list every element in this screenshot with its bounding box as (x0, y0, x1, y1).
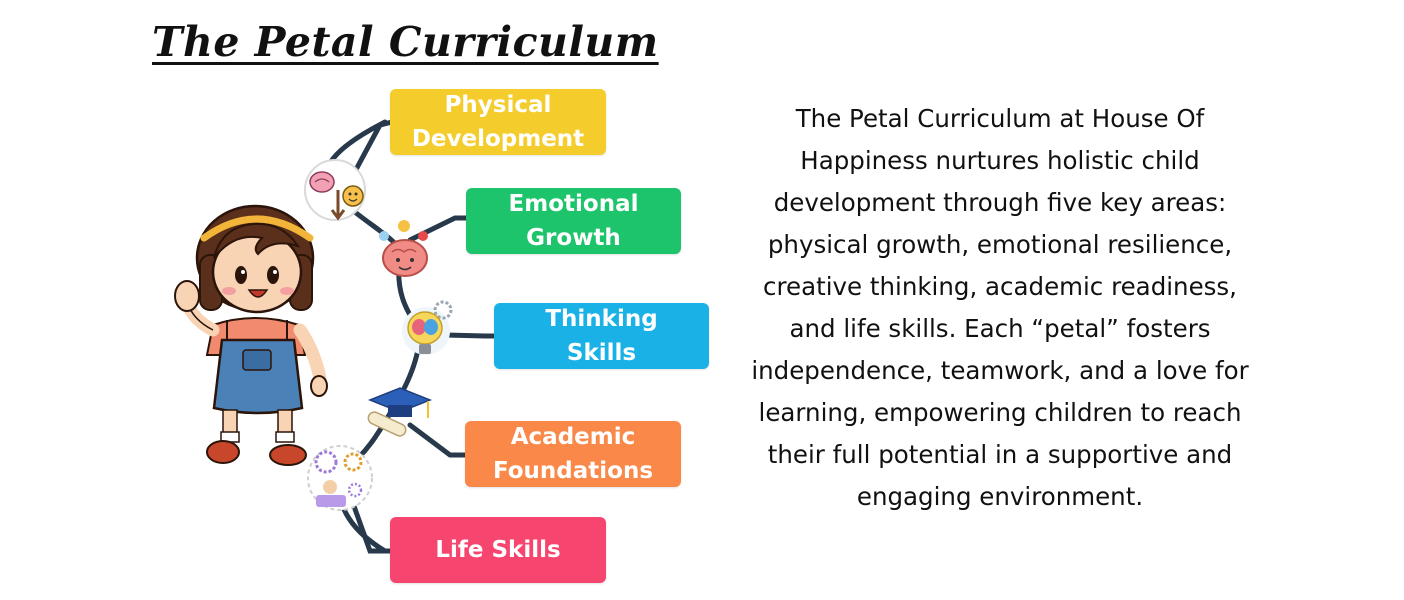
lightbulb-gears-icon (402, 300, 453, 355)
petal-emotional-growth: Emotional Growth (466, 188, 681, 254)
life-skills-icon (307, 445, 373, 511)
petal-thinking-skills: Thinking Skills (494, 303, 709, 369)
page-title: The Petal Curriculum (152, 18, 659, 66)
emotional-brain-icon (379, 220, 428, 277)
graduation-cap-icon (367, 387, 433, 437)
petal-physical-development: Physical Development (390, 89, 606, 155)
branch-thinking (442, 332, 499, 339)
brain-growth-icon (304, 159, 366, 221)
girl-illustration (174, 204, 328, 466)
petal-academic-foundations: Academic Foundations (465, 421, 681, 487)
curriculum-description: The Petal Curriculum at House Of Happine… (751, 104, 1249, 511)
branch-academic (407, 422, 469, 458)
petal-life-skills: Life Skills (390, 517, 606, 583)
branch-life (347, 492, 395, 554)
